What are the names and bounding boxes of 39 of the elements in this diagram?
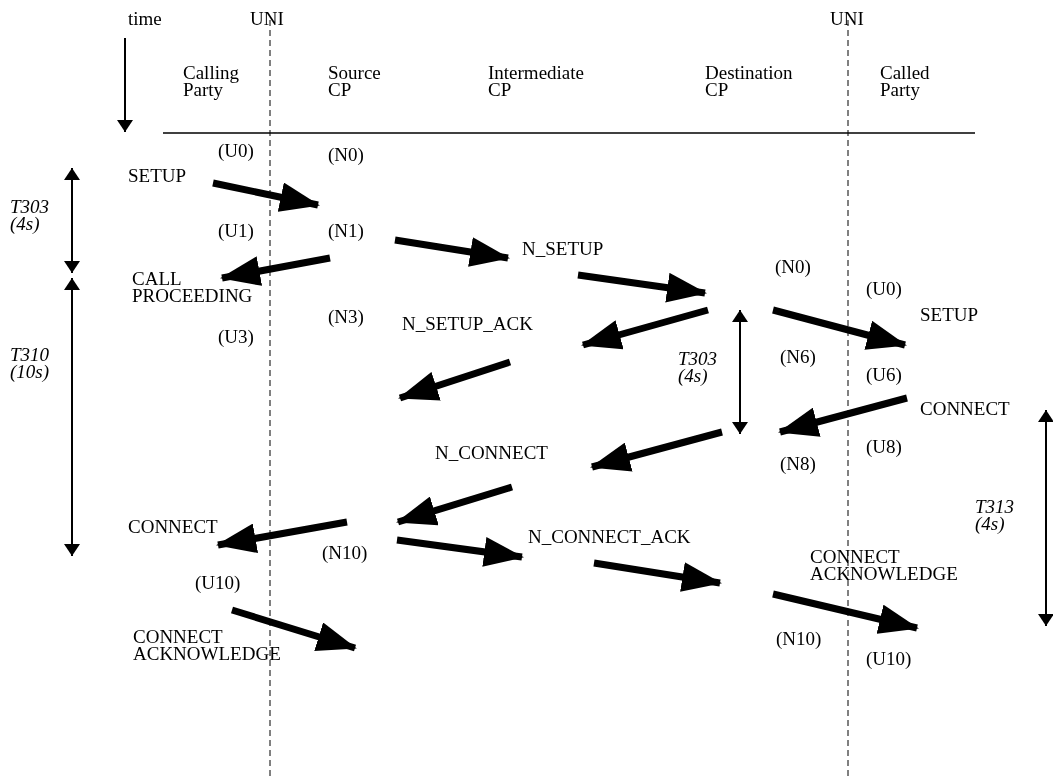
column-heading: Destination CP xyxy=(705,64,794,98)
interface-label: UNI xyxy=(250,10,284,27)
timer-label: T303 (4s) xyxy=(678,350,719,384)
state-label: (N6) xyxy=(780,348,816,365)
message-label: N_CONNECT_ACK xyxy=(528,528,691,545)
message-label: SETUP xyxy=(920,306,979,323)
timer-label: T310 (10s) xyxy=(10,346,51,380)
message-label: N_CONNECT xyxy=(435,444,548,461)
state-label: (U10) xyxy=(195,574,241,591)
message-label: CONNECT xyxy=(128,518,218,535)
timer-label: T303 (4s) xyxy=(10,198,51,232)
message-label: SETUP xyxy=(128,167,187,184)
state-label: (U3) xyxy=(218,328,254,345)
state-label: (U6) xyxy=(866,366,902,383)
state-label: (U0) xyxy=(866,280,902,297)
state-label: (U1) xyxy=(218,222,254,239)
message-label: CONNECT ACKNOWLEDGE xyxy=(810,548,959,582)
message-label: N_SETUP_ACK xyxy=(402,315,533,332)
state-label: (U8) xyxy=(866,438,902,455)
state-label: (N10) xyxy=(322,544,368,561)
state-label: (U0) xyxy=(218,142,254,159)
timer-label: T313 (4s) xyxy=(975,498,1016,532)
state-label: (N0) xyxy=(328,146,364,163)
message-label: CONNECT ACKNOWLEDGE xyxy=(133,628,282,662)
state-label: (N0) xyxy=(775,258,811,275)
state-label: (U10) xyxy=(866,650,912,667)
message-label: CONNECT xyxy=(920,400,1010,417)
state-label: (N1) xyxy=(328,222,364,239)
state-label: (N3) xyxy=(328,308,364,325)
interface-label: UNI xyxy=(830,10,864,27)
column-heading: Source CP xyxy=(328,64,382,98)
message-label: CALL PROCEEDING xyxy=(132,270,254,304)
state-label: (N8) xyxy=(780,455,816,472)
column-heading: Intermediate CP xyxy=(488,64,585,98)
state-label: (N10) xyxy=(776,630,822,647)
column-heading: Calling Party xyxy=(183,64,240,98)
column-heading: Called Party xyxy=(880,64,931,98)
axis-label: time xyxy=(128,10,162,27)
message-label: N_SETUP xyxy=(522,240,604,257)
